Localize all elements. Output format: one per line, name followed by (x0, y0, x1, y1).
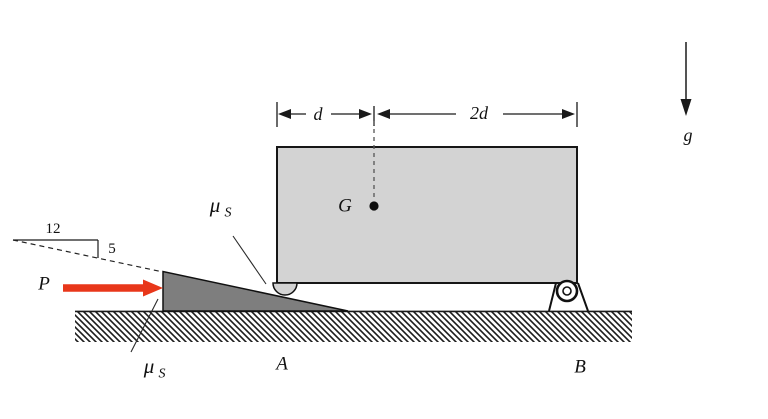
dim-d-arrow-right-icon (359, 109, 372, 119)
point-a-label: A (274, 354, 288, 375)
friction-lower-mu: μ (143, 354, 155, 378)
center-of-gravity: G (338, 121, 379, 217)
support-b-legs (548, 282, 589, 312)
friction-upper-leader (232, 235, 267, 285)
wedge (162, 270, 349, 312)
friction-lower-sub: S (159, 367, 166, 382)
friction-upper-mu: μ (209, 193, 221, 217)
ground (75, 310, 632, 342)
ground-hatch (75, 312, 632, 342)
force-arrow-icon (63, 279, 163, 297)
cg-label: G (338, 196, 352, 217)
cg-dot (369, 201, 379, 211)
slope-run-label: 12 (46, 221, 61, 237)
block (276, 146, 578, 284)
slope-triangle-lines (13, 239, 99, 258)
gravity-label: g (684, 125, 693, 145)
applied-force: P (37, 274, 163, 297)
dim-2d-arrow-left-icon (377, 109, 390, 119)
support-b (548, 279, 589, 312)
friction-lower: μ S (130, 298, 166, 382)
block-foot-on-wedge (272, 282, 298, 296)
support-b-pin (562, 286, 572, 296)
dim-2d-label: 2d (470, 103, 489, 123)
force-label: P (37, 274, 50, 295)
friction-lower-leader (130, 298, 159, 353)
slope-triangle: 12 5 (12, 221, 164, 273)
dim-2d-arrow-right-icon (562, 109, 575, 119)
friction-upper: μ S (209, 193, 267, 285)
gravity-arrow-head-icon (680, 99, 692, 116)
friction-upper-sub: S (225, 206, 232, 221)
dim-d-label: d (314, 104, 324, 124)
slope-rise-label: 5 (108, 241, 116, 257)
slope-dashed-line (12, 239, 164, 273)
gravity-indicator: g (680, 42, 693, 145)
point-b-label: B (574, 357, 586, 378)
dimension-lines: d 2d (276, 102, 578, 127)
dim-d-arrow-left-icon (278, 109, 291, 119)
